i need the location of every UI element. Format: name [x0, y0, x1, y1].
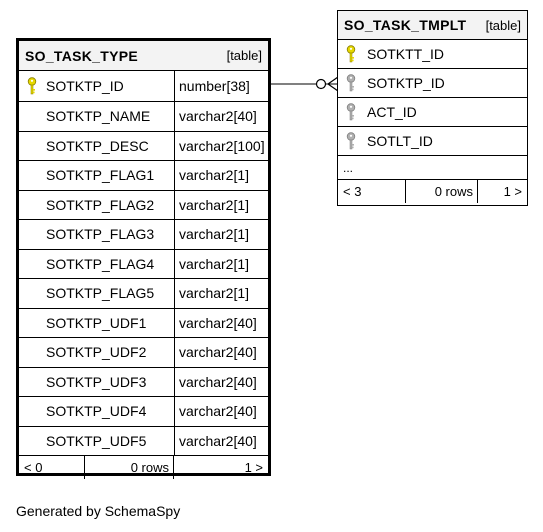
- foreign-key-icon: [346, 74, 356, 92]
- table-header: SO_TASK_TYPE [table]: [19, 41, 268, 71]
- column-name: SOTKTP_DESC: [46, 137, 149, 154]
- column-type: varchar2[1]: [174, 220, 268, 249]
- column-name: ACT_ID: [338, 98, 527, 126]
- column-row[interactable]: ACT_ID: [338, 98, 527, 127]
- column-type: varchar2[1]: [174, 161, 268, 190]
- column-row[interactable]: SOTKTP_UDF1 varchar2[40]: [19, 308, 268, 338]
- column-name: SOTKTP_FLAG5: [46, 285, 155, 302]
- column-type: varchar2[1]: [174, 249, 268, 278]
- column-row[interactable]: SOTKTP_DESC varchar2[100]: [19, 131, 268, 161]
- table-kind: [table]: [226, 48, 262, 63]
- column-row[interactable]: SOTKTP_FLAG4 varchar2[1]: [19, 249, 268, 279]
- column-row[interactable]: SOTKTP_UDF3 varchar2[40]: [19, 367, 268, 397]
- parents-count: < 0: [19, 456, 85, 479]
- column-name: SOTKTP_NAME: [46, 108, 151, 125]
- column-row[interactable]: SOTKTP_FLAG1 varchar2[1]: [19, 161, 268, 191]
- table-kind: [table]: [485, 17, 521, 33]
- column-name: SOTKTP_UDF1: [46, 314, 147, 331]
- column-name: SOTKTP_ID: [19, 71, 174, 101]
- ellipsis-text: ...: [343, 160, 354, 175]
- column-type: varchar2[100]: [174, 131, 268, 160]
- column-name: SOTKTP_FLAG3: [46, 226, 155, 243]
- foreign-key-icon: [346, 132, 356, 150]
- table-name: SO_TASK_TMPLT: [344, 17, 467, 33]
- column-type: varchar2[40]: [174, 102, 268, 131]
- column-name: SOTKTP_ID: [338, 69, 527, 97]
- row-count: 0 rows: [85, 456, 174, 479]
- column-type: varchar2[40]: [174, 426, 268, 455]
- table-name: SO_TASK_TYPE: [25, 47, 139, 64]
- column-name: SOTKTP_UDF4: [46, 403, 147, 420]
- table-footer: < 3 0 rows 1 >: [338, 180, 527, 203]
- column-row[interactable]: SOTKTP_UDF5 varchar2[40]: [19, 426, 268, 456]
- column-row[interactable]: SOTKTP_NAME varchar2[40]: [19, 102, 268, 132]
- table-header: SO_TASK_TMPLT [table]: [338, 11, 527, 40]
- column-type: varchar2[40]: [174, 308, 268, 337]
- children-count: 1 >: [503, 184, 522, 199]
- column-name: SOTKTP_FLAG4: [46, 255, 155, 272]
- column-row[interactable]: SOTLT_ID: [338, 127, 527, 156]
- column-row[interactable]: SOTKTP_UDF2 varchar2[40]: [19, 338, 268, 368]
- column-name: SOTLT_ID: [338, 127, 527, 155]
- column-name: SOTKTT_ID: [338, 40, 527, 68]
- column-type: varchar2[40]: [174, 397, 268, 426]
- column-row[interactable]: SOTKTP_FLAG3 varchar2[1]: [19, 220, 268, 250]
- primary-key-icon: [27, 77, 37, 95]
- column-type: varchar2[40]: [174, 338, 268, 367]
- column-name: SOTKTP_FLAG1: [46, 167, 155, 184]
- foreign-key-icon: [346, 103, 356, 121]
- primary-key-icon: [346, 45, 356, 63]
- column-name: SOTKTP_FLAG2: [46, 196, 155, 213]
- column-type: number[38]: [174, 71, 268, 101]
- column-row[interactable]: SOTKTT_ID: [338, 40, 527, 69]
- row-count: 0 rows: [406, 180, 478, 203]
- column-row[interactable]: SOTKTP_FLAG5 varchar2[1]: [19, 279, 268, 309]
- more-columns-indicator: ...: [338, 156, 527, 180]
- table-footer: < 0 0 rows 1 >: [19, 456, 268, 479]
- column-name: SOTKTP_UDF5: [46, 432, 147, 449]
- column-name: SOTKTP_UDF2: [46, 344, 147, 361]
- generator-credit: Generated by SchemaSpy: [16, 503, 181, 519]
- column-type: varchar2[1]: [174, 190, 268, 219]
- column-row[interactable]: SOTKTP_FLAG2 varchar2[1]: [19, 190, 268, 220]
- parents-count: < 3: [338, 180, 406, 203]
- column-row[interactable]: SOTKTP_ID: [338, 69, 527, 98]
- children-count: 1 >: [244, 460, 263, 475]
- column-type: varchar2[1]: [174, 279, 268, 308]
- column-row[interactable]: SOTKTP_UDF4 varchar2[40]: [19, 397, 268, 427]
- column-name: SOTKTP_UDF3: [46, 373, 147, 390]
- column-type: varchar2[40]: [174, 367, 268, 396]
